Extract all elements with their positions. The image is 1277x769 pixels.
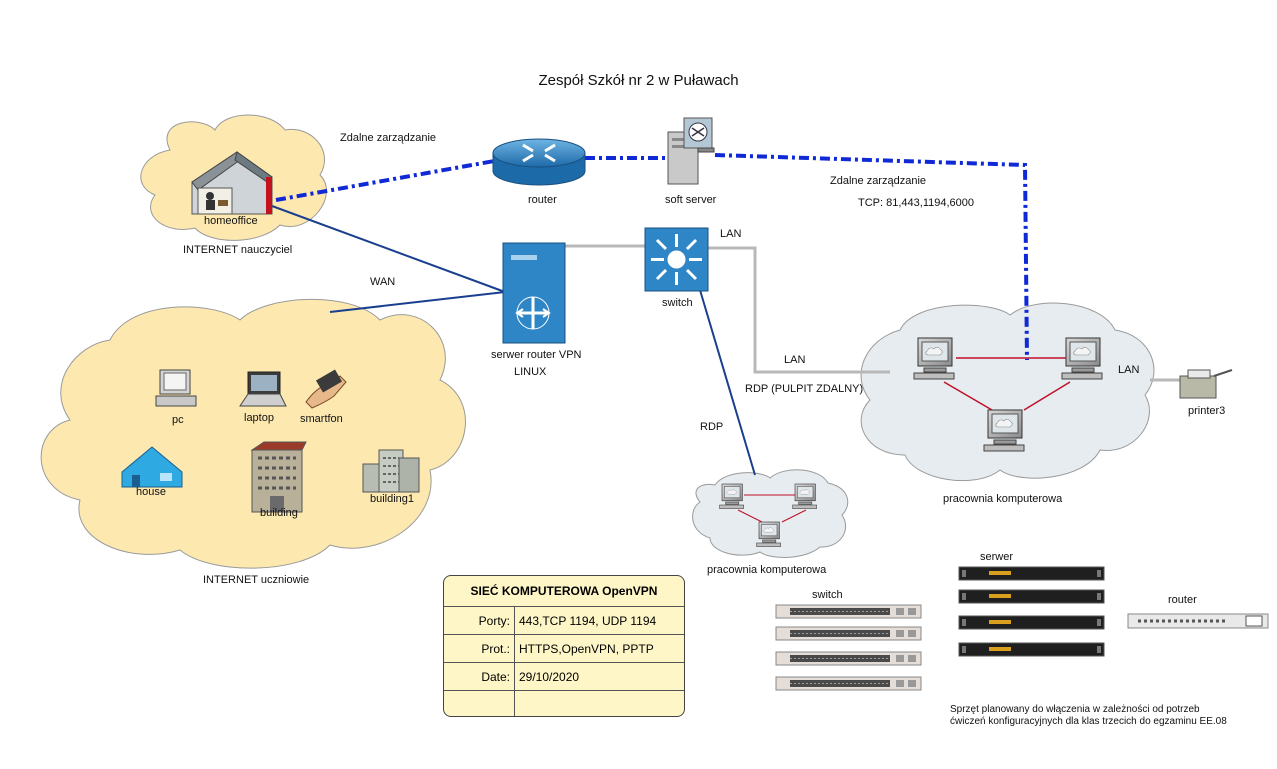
label-lan-switch: LAN	[720, 228, 742, 240]
label-building: building	[260, 507, 298, 519]
legend-key-protocols: Prot.:	[444, 634, 515, 663]
legend-key-date: Date:	[444, 662, 515, 691]
connections	[271, 153, 1180, 476]
label-laptop: laptop	[244, 412, 274, 424]
label-tcp-ports: TCP: 81,443,1194,6000	[858, 197, 974, 209]
pc-icon	[155, 369, 197, 407]
switch-icon	[644, 227, 709, 292]
soft-server-icon	[667, 117, 715, 185]
legend-value-protocols: HTTPS,OpenVPN, PPTP	[514, 634, 684, 663]
diagram-title: Zespół Szkół nr 2 w Puławach	[538, 72, 739, 89]
router-icon	[492, 138, 586, 186]
rack-servers	[958, 566, 1105, 657]
label-house: house	[136, 486, 166, 498]
printer-icon	[1179, 369, 1233, 399]
lab-main-computers	[913, 337, 1103, 452]
equipment-note: Sprzęt planowany do włączenia w zależnoś…	[950, 704, 1227, 728]
label-router: router	[528, 194, 557, 206]
label-rack-server: serwer	[980, 551, 1014, 563]
label-lab-small: pracownia komputerowa	[707, 564, 827, 576]
homeoffice-icon	[191, 151, 273, 215]
label-soft-server: soft server	[665, 194, 717, 206]
lab-small-computers	[719, 483, 817, 547]
label-internet-students: INTERNET uczniowie	[203, 574, 310, 586]
legend-key-empty	[444, 690, 515, 716]
rack-switches	[775, 604, 922, 691]
building-icon	[250, 441, 307, 513]
legend-value-empty	[515, 691, 685, 717]
lab-pc-1	[913, 337, 955, 380]
lab-pc-2	[1061, 337, 1103, 380]
label-rdp-desktop: RDP (PULPIT ZDALNY)	[745, 383, 864, 395]
house-icon	[121, 446, 183, 488]
label-linux: LINUX	[514, 366, 547, 378]
vpn-server-icon	[502, 242, 566, 344]
legend-key-ports: Porty:	[444, 606, 515, 635]
label-pc: pc	[172, 414, 184, 426]
rack-router	[1127, 613, 1269, 629]
cloud-internet-students	[40, 298, 466, 569]
laptop-icon	[239, 371, 287, 407]
label-lan-lab: LAN	[784, 354, 806, 366]
legend-value-date: 29/10/2020	[514, 662, 684, 691]
legend-table: SIEĆ KOMPUTEROWA OpenVPN Porty: 443,TCP …	[443, 575, 685, 717]
label-rack-router: router	[1168, 594, 1197, 606]
label-internet-teacher: INTERNET nauczyciel	[183, 244, 293, 256]
label-rdp: RDP	[700, 421, 724, 433]
label-rack-switch: switch	[812, 589, 843, 601]
note-line-1: Sprzęt planowany do włączenia w zależnoś…	[950, 704, 1200, 715]
label-building1: building1	[370, 493, 415, 505]
label-lan-printer: LAN	[1118, 364, 1140, 376]
label-vpn-server: serwer router VPN	[491, 349, 582, 361]
label-wan: WAN	[370, 276, 396, 288]
legend-title: SIEĆ KOMPUTEROWA OpenVPN	[444, 576, 684, 607]
label-homeoffice: homeoffice	[204, 215, 258, 227]
legend-value-ports: 443,TCP 1194, UDP 1194	[514, 606, 684, 635]
label-smartfon: smartfon	[300, 413, 343, 425]
building1-icon	[362, 449, 420, 493]
smartfon-icon	[305, 369, 347, 409]
label-switch: switch	[662, 297, 693, 309]
label-lab-main: pracownia komputerowa	[943, 493, 1063, 505]
lab-pc-3	[983, 409, 1025, 452]
note-line-2: ćwiczeń konfiguracyjnych dla klas trzeci…	[950, 716, 1227, 727]
label-printer: printer3	[1188, 405, 1226, 417]
label-remote-mgmt-2: Zdalne zarządzanie	[830, 175, 927, 187]
label-remote-mgmt-1: Zdalne zarządzanie	[340, 132, 437, 144]
cloud-lab-main	[860, 302, 1155, 482]
